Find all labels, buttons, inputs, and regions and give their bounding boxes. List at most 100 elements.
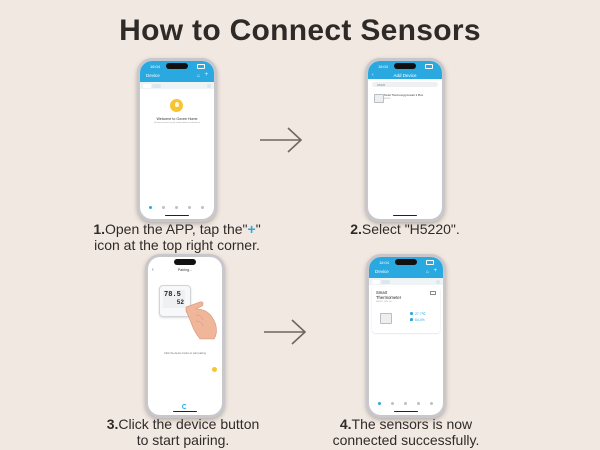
battery-icon bbox=[426, 260, 434, 265]
app-header bbox=[368, 61, 442, 79]
home-indicator bbox=[173, 410, 197, 412]
caption-step-1: 1.Open the APP, tap the"+" icon at the t… bbox=[57, 221, 297, 253]
header-title: Device bbox=[146, 73, 160, 78]
nav-community-icon[interactable] bbox=[188, 206, 191, 209]
battery-icon bbox=[425, 64, 433, 69]
tab-room[interactable] bbox=[152, 83, 161, 88]
humidity-icon bbox=[410, 318, 413, 321]
bottom-nav bbox=[369, 401, 443, 407]
caption-step-4: 4.The sensors is now connected successfu… bbox=[286, 416, 526, 448]
home-indicator bbox=[394, 410, 418, 412]
page-title: How to Connect Sensors bbox=[119, 14, 481, 47]
battery-status-icon bbox=[430, 291, 436, 295]
nav-profile-icon[interactable] bbox=[201, 206, 204, 209]
nav-shop-icon[interactable] bbox=[175, 206, 178, 209]
notch bbox=[395, 259, 417, 265]
step-number: 2. bbox=[350, 221, 362, 237]
phone-step-1: 16:04 Device ⌂ + Welcome to Govee Home N… bbox=[137, 58, 217, 222]
card-title: Smart bbox=[376, 290, 388, 295]
add-device-icon[interactable]: ⌂ bbox=[196, 73, 200, 79]
card-subtitle: H5220 · 8/11:00 bbox=[376, 301, 392, 303]
caption-text: Click the device button bbox=[118, 416, 260, 432]
step-number: 1. bbox=[93, 221, 105, 237]
caption-step-2: 2.Select "H5220". bbox=[285, 221, 525, 237]
phone-step-3: ‹ Pairing... 78.5 52 Click the device bu… bbox=[145, 254, 225, 418]
plus-glyph: + bbox=[247, 221, 256, 237]
nav-home-icon[interactable] bbox=[378, 402, 381, 405]
phone-step-4: 16:04 Device ⌂ + Smart Thermometer H5220… bbox=[366, 254, 446, 418]
search-value: H5220 bbox=[377, 82, 386, 87]
status-bar: 16:04 bbox=[369, 257, 443, 267]
nav-community-icon[interactable] bbox=[417, 402, 420, 405]
back-arrow-icon[interactable]: ‹ bbox=[372, 72, 374, 78]
room-tabs bbox=[140, 82, 214, 89]
search-input[interactable]: H5220 bbox=[372, 82, 438, 87]
nav-explore-icon[interactable] bbox=[162, 206, 165, 209]
step-number: 3. bbox=[106, 416, 119, 432]
app-header bbox=[369, 257, 443, 278]
grid-view-icon[interactable] bbox=[207, 83, 211, 88]
header-title: Add Device bbox=[393, 73, 417, 78]
loading-spinner-icon bbox=[182, 404, 187, 409]
tab-room[interactable] bbox=[381, 279, 390, 284]
humidity-value: 64.4% bbox=[415, 317, 425, 322]
status-bar: 16:04 bbox=[368, 61, 442, 71]
phone-screen: 16:04 Device ⌂ + Welcome to Govee Home N… bbox=[140, 61, 214, 219]
phone-screen: 16:04 Device ⌂ + Smart Thermometer H5220… bbox=[369, 257, 443, 415]
nav-shop-icon[interactable] bbox=[404, 402, 407, 405]
pairing-instruction: Click the device button to start pairing bbox=[164, 352, 206, 355]
device-display: 78.5 52 bbox=[163, 290, 185, 308]
home-indicator bbox=[393, 214, 417, 216]
status-bar: 16:04 bbox=[140, 61, 214, 71]
result-item-name: Smart Thermo-Hygrometer 3 Plus bbox=[384, 94, 423, 97]
phone-step-2: 16:04 ‹ Add Device H5220 Smart Thermo-Hy… bbox=[365, 58, 445, 222]
nav-home-icon[interactable] bbox=[149, 206, 152, 209]
caption-step-3: 3.Click the device button to start pairi… bbox=[63, 416, 303, 448]
arrow-right-icon bbox=[260, 127, 303, 153]
tab-all[interactable] bbox=[372, 279, 380, 284]
notch bbox=[174, 259, 196, 265]
caption-text: The sensors is now bbox=[351, 416, 473, 432]
result-item-h5220[interactable]: Smart Thermo-Hygrometer 3 Plus H5220 bbox=[372, 92, 438, 104]
status-time: 16:04 bbox=[379, 260, 390, 265]
step-number: 4. bbox=[339, 416, 352, 432]
thermometer-icon bbox=[410, 312, 413, 315]
caption-text: Select "H5220". bbox=[361, 221, 460, 237]
welcome-text: Welcome to Govee Home bbox=[156, 117, 198, 121]
tab-all[interactable] bbox=[143, 83, 151, 88]
temperature-value: 27.7℃ bbox=[415, 311, 426, 316]
home-indicator bbox=[165, 214, 189, 216]
app-header bbox=[140, 61, 214, 82]
battery-icon bbox=[197, 64, 205, 69]
device-thumbnail-icon bbox=[380, 313, 392, 324]
header-title: Device bbox=[375, 269, 389, 274]
plus-icon[interactable]: + bbox=[204, 72, 208, 78]
phone-screen: ‹ Pairing... 78.5 52 Click the device bu… bbox=[148, 257, 222, 415]
bottom-nav bbox=[140, 205, 214, 211]
welcome-subtext: No device found, tap the button below to… bbox=[153, 122, 201, 124]
status-time: 16:04 bbox=[378, 64, 389, 69]
device-card[interactable]: Smart Thermometer H5220 · 8/11:00 27.7℃ … bbox=[372, 287, 440, 333]
room-tabs bbox=[369, 278, 443, 285]
back-arrow-icon[interactable]: ‹ bbox=[152, 267, 154, 273]
hand-icon bbox=[185, 301, 217, 340]
card-title-line2: Thermometer bbox=[376, 295, 402, 300]
plus-icon[interactable]: + bbox=[433, 268, 437, 274]
bulb-icon bbox=[170, 99, 183, 112]
caption-text: Open the APP, tap the" bbox=[105, 221, 248, 237]
caption-line2: to start pairing. bbox=[136, 432, 230, 448]
notch bbox=[394, 63, 416, 69]
header-title: Pairing... bbox=[177, 268, 193, 272]
caption-line2: connected successfully. bbox=[332, 432, 480, 448]
caption-line2: icon at the top right corner. bbox=[94, 237, 260, 253]
notch bbox=[166, 63, 188, 69]
confirm-button[interactable] bbox=[212, 367, 217, 372]
result-item-model: H5220 bbox=[384, 98, 391, 100]
add-device-icon[interactable]: ⌂ bbox=[425, 269, 429, 275]
nav-profile-icon[interactable] bbox=[430, 402, 433, 405]
device-thumbnail-icon bbox=[374, 94, 384, 103]
nav-explore-icon[interactable] bbox=[391, 402, 394, 405]
arrow-right-icon bbox=[264, 319, 307, 345]
grid-view-icon[interactable] bbox=[436, 279, 440, 284]
status-time: 16:04 bbox=[150, 64, 161, 69]
